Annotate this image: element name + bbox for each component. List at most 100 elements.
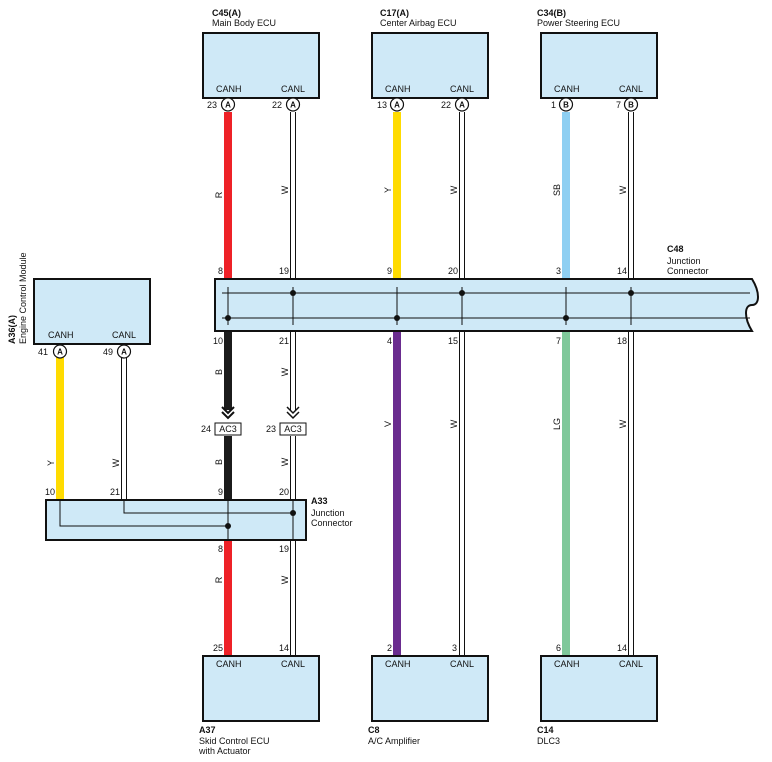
c45-pin-h: 23 — [207, 100, 217, 110]
a33-bottom-pin: 19 — [279, 544, 289, 554]
ecu-c8: 2 3 CANH CANL C8 A/C Amplifier — [368, 643, 489, 746]
wire-label-c17-l: W — [449, 185, 459, 194]
junction-c48: C48 Junction Connector 8 19 9 20 3 14 10… — [213, 244, 759, 346]
c14-canl-label: CANL — [619, 659, 643, 669]
a33-top-pin: 21 — [110, 487, 120, 497]
c17-conn-l-icon — [454, 97, 470, 112]
c45-canh-label: CANH — [216, 84, 242, 94]
ac3-pin-l: 23 — [266, 424, 276, 434]
a37-canh-label: CANH — [216, 659, 242, 669]
a36-canh-label: CANH — [48, 330, 74, 340]
c14-pin-h: 6 — [556, 643, 561, 653]
c48-top-pin: 19 — [279, 266, 289, 276]
c34-conn-h-letter: B — [563, 101, 569, 110]
c48-bottom-pin: 10 — [213, 336, 223, 346]
a36-conn-l-letter: A — [121, 348, 127, 357]
c17-canh-label: CANH — [385, 84, 411, 94]
c48-top-pin: 3 — [556, 266, 561, 276]
c48-bottom-pin: 15 — [448, 336, 458, 346]
ecu-a36: A36(A) Engine Control Module CANH CANL 4… — [7, 252, 151, 359]
c45-conn-h-icon — [220, 97, 236, 112]
wire-label-a36-l: W — [111, 458, 121, 467]
a33-bottom-pin: 8 — [218, 544, 223, 554]
c45-conn-l-letter: A — [290, 101, 296, 110]
a33-body — [45, 499, 307, 541]
a37-canl-label: CANL — [281, 659, 305, 669]
c34-conn-l-letter: B — [628, 101, 634, 110]
c14-code: C14 — [537, 725, 554, 735]
c17-conn-h-letter: A — [394, 101, 400, 110]
c17-canl-label: CANL — [450, 84, 474, 94]
a37-pin-h: 25 — [213, 643, 223, 653]
wire-label-c34-h: SB — [552, 184, 562, 196]
wire-label-c34-l: W — [618, 185, 628, 194]
c8-pin-l: 3 — [452, 643, 457, 653]
a33-code: A33 — [311, 496, 328, 506]
c48-top-pin: 20 — [448, 266, 458, 276]
ecu-c14: 6 14 CANH CANL C14 DLC3 — [537, 643, 658, 746]
wire-label-c17-h: Y — [383, 187, 393, 193]
a37-name-2: with Actuator — [198, 746, 251, 756]
c45-code: C45(A) — [212, 8, 241, 18]
junction-a33: A33 Junction Connector 10 21 9 20 8 19 — [45, 487, 353, 554]
ac3-code-l: AC3 — [284, 424, 302, 434]
a36-pin-h: 41 — [38, 347, 48, 357]
c8-canh-label: CANH — [385, 659, 411, 669]
a36-conn-h-letter: A — [57, 348, 63, 357]
wire-label-c48-c14-l: W — [618, 419, 628, 428]
wire-label-c48-c8-h: V — [383, 421, 393, 427]
wire-label-ac3-a33-h: B — [214, 459, 224, 465]
c34-canl-label: CANL — [619, 84, 643, 94]
c34-pin-l: 7 — [616, 100, 621, 110]
c17-code: C17(A) — [380, 8, 409, 18]
c17-pin-h: 13 — [377, 100, 387, 110]
a36-conn-l-icon — [116, 344, 132, 359]
a36-canl-label: CANL — [112, 330, 136, 340]
wire-label-c48-ac3-l: W — [280, 367, 290, 376]
wire-label-a33-a37-h: R — [214, 576, 224, 583]
c48-name-2: Connector — [667, 266, 709, 276]
wire-label-a36-h: Y — [46, 460, 56, 466]
wire-label-c45-h: R — [214, 191, 224, 198]
c48-top-pin: 9 — [387, 266, 392, 276]
a33-name-2: Connector — [311, 518, 353, 528]
c48-bottom-pin: 7 — [556, 336, 561, 346]
c8-canl-label: CANL — [450, 659, 474, 669]
c34-canh-label: CANH — [554, 84, 580, 94]
c34-code: C34(B) — [537, 8, 566, 18]
wire-label-a33-a37-l: W — [280, 575, 290, 584]
c34-pin-h: 1 — [551, 100, 556, 110]
c48-top-pin: 8 — [218, 266, 223, 276]
wire-label-c48-c14-h: LG — [552, 418, 562, 430]
c34-conn-l-icon — [623, 97, 639, 112]
c45-conn-h-letter: A — [225, 101, 231, 110]
a36-conn-h-icon — [52, 344, 68, 359]
inline-connector-ac3: 24 AC3 23 AC3 — [201, 406, 307, 436]
wire-label-ac3-a33-l: W — [280, 457, 290, 466]
c17-conn-l-letter: A — [459, 101, 465, 110]
c48-bottom-pin: 4 — [387, 336, 392, 346]
c8-pin-h: 2 — [387, 643, 392, 653]
ac3-code-h: AC3 — [219, 424, 237, 434]
a36-pin-l: 49 — [103, 347, 113, 357]
c17-name: Center Airbag ECU — [380, 18, 457, 28]
wire-label-c45-l: W — [280, 185, 290, 194]
c48-body — [214, 278, 759, 332]
c8-name: A/C Amplifier — [368, 736, 420, 746]
ecu-a37: 25 14 CANH CANL A37 Skid Control ECU wit… — [198, 643, 320, 756]
a36-code: A36(A) — [7, 315, 17, 344]
wire-label-c48-ac3-h: B — [214, 369, 224, 375]
a37-code: A37 — [199, 725, 216, 735]
c45-pin-l: 22 — [272, 100, 282, 110]
a33-name-1: Junction — [311, 508, 345, 518]
c34-conn-h-icon — [558, 97, 574, 112]
wire-label-c48-c8-l: W — [449, 419, 459, 428]
a33-top-pin: 9 — [218, 487, 223, 497]
c48-name-1: Junction — [667, 256, 701, 266]
c45-name: Main Body ECU — [212, 18, 276, 28]
c48-top-pin: 14 — [617, 266, 627, 276]
c14-pin-l: 14 — [617, 643, 627, 653]
c34-name: Power Steering ECU — [537, 18, 620, 28]
ecu-c17: C17(A) Center Airbag ECU CANH CANL 13 A … — [371, 8, 489, 112]
